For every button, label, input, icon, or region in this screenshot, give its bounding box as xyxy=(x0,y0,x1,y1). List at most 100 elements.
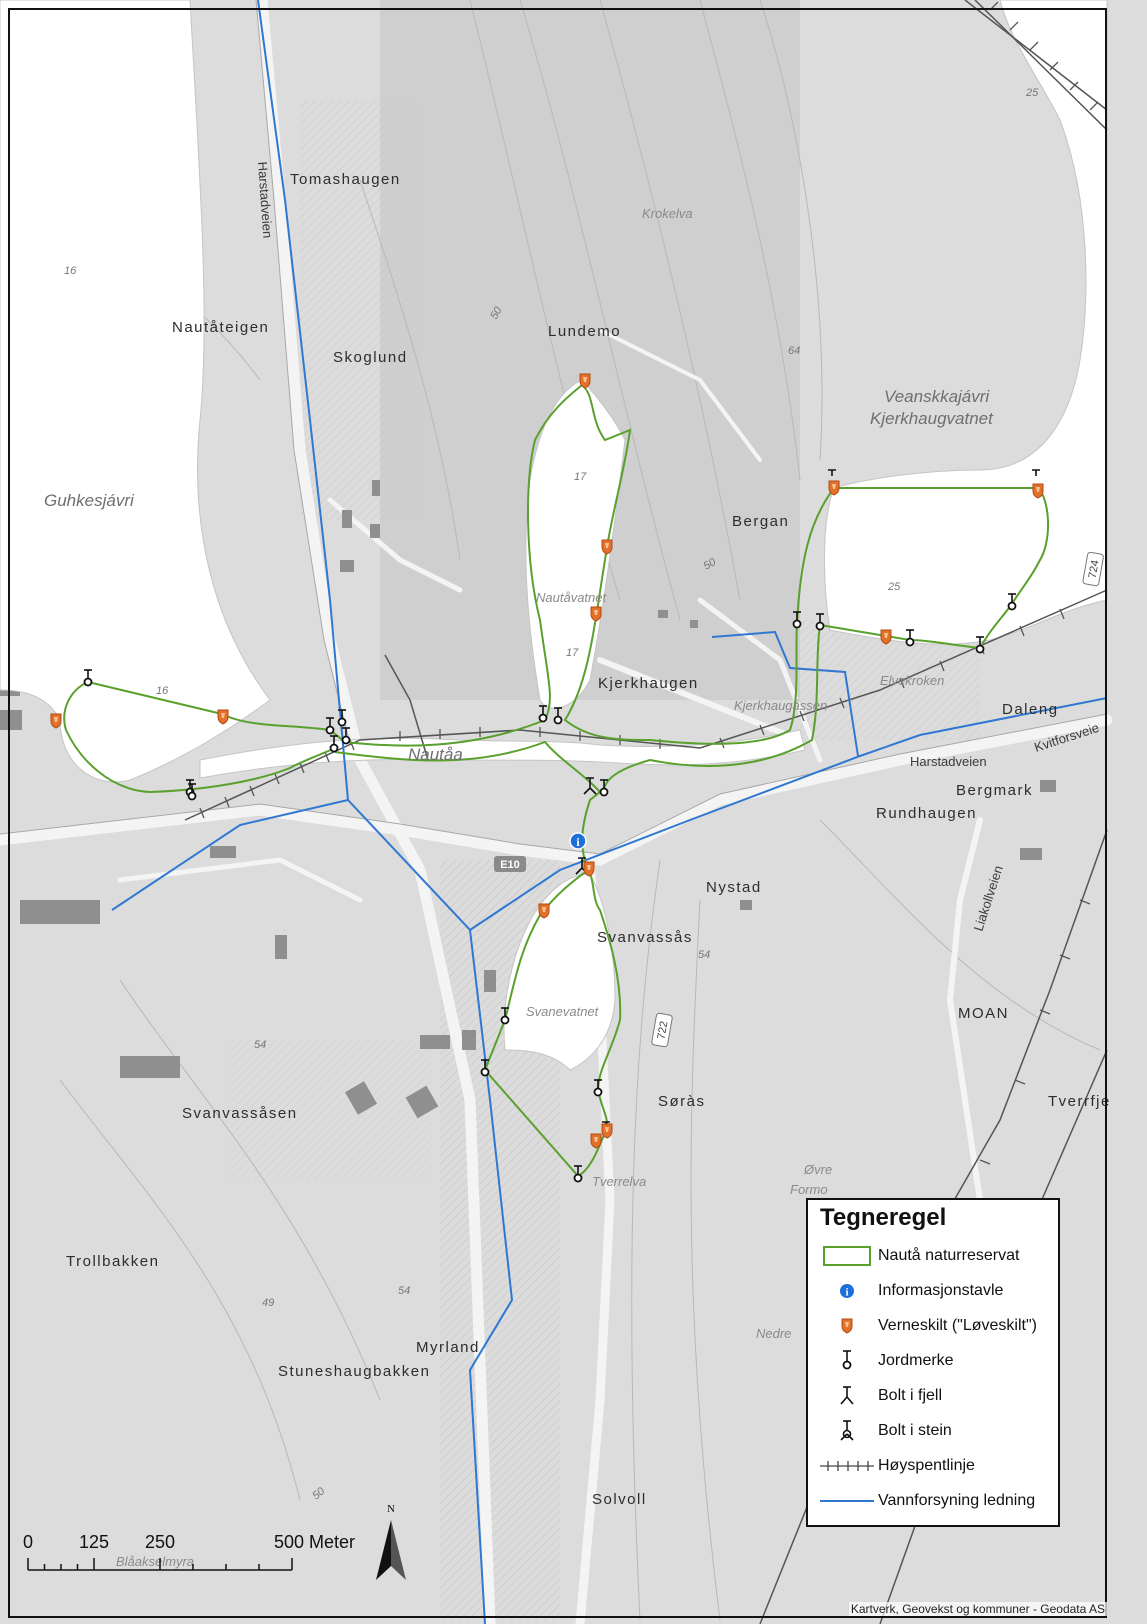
label-skoglund: Skoglund xyxy=(333,349,408,366)
water-pipe-icon xyxy=(820,1499,874,1502)
elevation-17-lower: 17 xyxy=(566,647,579,659)
svg-text:i: i xyxy=(576,835,580,849)
label-trollbakken: Trollbakken xyxy=(66,1253,159,1270)
scale-tick-0: 0 xyxy=(23,1532,33,1552)
route-shield-724: 724 xyxy=(1082,551,1104,587)
label-nautaa: Nautåa xyxy=(408,745,463,764)
rock-bolt-icon xyxy=(840,1385,854,1405)
route-shield-e10: E10 xyxy=(494,856,526,872)
label-veanskkajavri: Veanskkajávri xyxy=(884,387,990,406)
map-credit: Kartverk, Geovekst og kommuner - Geodata… xyxy=(848,1602,1107,1616)
kjerkhaugvatnet-lake xyxy=(823,0,1108,645)
elevation-49: 49 xyxy=(262,1297,274,1309)
scale-tick-125: 125 xyxy=(79,1532,109,1552)
legend-label: Jordmerke xyxy=(878,1351,954,1369)
label-moan: MOAN xyxy=(958,1005,1009,1022)
label-harstadveien-n: Harstadveien xyxy=(255,161,275,238)
label-kjerkhaugen: Kjerkhaugen xyxy=(598,675,699,692)
label-nedre: Nedre xyxy=(756,1326,791,1341)
legend-item-vannforsyning: Vannforsyning ledning xyxy=(816,1483,1050,1518)
svg-text:i: i xyxy=(845,1286,848,1298)
route-label-722: 722 xyxy=(655,1020,670,1040)
label-myrland: Myrland xyxy=(416,1339,480,1356)
north-arrow-icon: N xyxy=(376,1503,406,1580)
legend-label: Vannforsyning ledning xyxy=(878,1491,1036,1509)
marsh-area xyxy=(300,100,420,520)
label-krokelva: Krokelva xyxy=(642,206,693,221)
label-svanvassasen: Svanvassåsen xyxy=(182,1105,298,1122)
map-frame xyxy=(8,8,1107,1618)
legend-item-hoyspent: Høyspentlinje xyxy=(816,1448,1050,1483)
elevation-54-west: 54 xyxy=(254,1039,266,1051)
label-stuneshaugbakken: Stuneshaugbakken xyxy=(278,1363,430,1380)
scale-tick-250: 250 xyxy=(145,1532,175,1552)
legend-item-bolt-fjell: Bolt i fjell xyxy=(816,1378,1050,1413)
label-bergan: Bergan xyxy=(732,513,789,530)
elevation-16-lake: 16 xyxy=(156,685,169,697)
route-label-e10: E10 xyxy=(500,859,520,871)
protection-sign-icon xyxy=(841,1318,853,1334)
label-solvoll: Solvoll xyxy=(592,1491,647,1508)
place-labels: Tomashaugen Nautåteigen Skoglund Lundemo… xyxy=(66,171,1111,1508)
legend-item-bolt-stein: Bolt i stein xyxy=(816,1413,1050,1448)
map-legend: Tegneregel Nautå naturreservat i Informa… xyxy=(806,1198,1060,1527)
label-svanevatnet: Svanevatnet xyxy=(526,1004,600,1019)
power-line-icon xyxy=(820,1460,874,1471)
elevation-54-svanvassas: 54 xyxy=(698,949,710,961)
label-kjerkhaugvatnet: Kjerkhaugvatnet xyxy=(870,409,994,428)
label-formo: Formo xyxy=(790,1182,828,1197)
info-board-marker[interactable]: i xyxy=(569,832,587,850)
route-label-724: 724 xyxy=(1087,559,1102,579)
label-tverrfje: Tverrfje xyxy=(1048,1093,1111,1110)
label-elvekroken: Elvekroken xyxy=(880,673,944,688)
label-tomashaugen: Tomashaugen xyxy=(290,171,401,188)
legend-item-info: i Informasjonstavle xyxy=(816,1273,1050,1308)
label-ovre: Øvre xyxy=(803,1162,832,1177)
road-edges xyxy=(0,0,1108,855)
label-harstadveien-e: Harstadveien xyxy=(910,754,987,769)
label-nystad: Nystad xyxy=(706,879,762,896)
legend-title: Tegneregel xyxy=(820,1204,947,1231)
boundary-marker-icon xyxy=(842,1349,852,1369)
route-shield-722: 722 xyxy=(651,1012,673,1048)
water-bodies xyxy=(0,0,1108,1071)
label-tverrelva: Tverrelva xyxy=(592,1174,646,1189)
guhkesjavri-lake xyxy=(0,0,271,783)
label-daleng: Daleng xyxy=(1002,701,1059,718)
water-labels: Guhkesjávri Veanskkajávri Kjerkhaugvatne… xyxy=(44,206,994,1569)
marsh-area xyxy=(230,1040,430,1180)
label-bergmark: Bergmark xyxy=(956,782,1033,799)
legend-label: Informasjonstavle xyxy=(878,1281,1004,1299)
legend-item-reserve: Nautå naturreservat xyxy=(816,1238,1050,1273)
scale-tick-500: 500 Meter xyxy=(274,1532,355,1552)
elevation-16-west: 16 xyxy=(64,265,77,277)
info-board-icon: i xyxy=(840,1283,854,1298)
elevation-25-north: 25 xyxy=(1025,87,1039,99)
rock-bolts xyxy=(575,469,1040,1132)
scale-bar: 0 125 250 500 Meter xyxy=(23,1532,355,1571)
legend-label: Høyspentlinje xyxy=(878,1456,975,1474)
legend-label: Bolt i stein xyxy=(878,1421,952,1439)
reserve-boundary-icon xyxy=(823,1245,871,1266)
label-lundemo: Lundemo xyxy=(548,323,621,340)
label-guhkesjavri: Guhkesjávri xyxy=(44,491,135,510)
legend-label: Nautå naturreservat xyxy=(878,1246,1020,1264)
elevation-54-south: 54 xyxy=(398,1285,410,1297)
label-nautavatnet: Nautåvatnet xyxy=(536,590,607,605)
elevation-25-east: 25 xyxy=(887,581,901,593)
label-soras: Søràs xyxy=(658,1093,706,1110)
label-nautateigen: Nautåteigen xyxy=(172,319,269,336)
water-pipes xyxy=(111,0,1108,1624)
stone-bolt-icon xyxy=(840,1419,854,1441)
label-kjerkhaugaassen: Kjerkhaugåssen xyxy=(734,698,827,713)
legend-label: Bolt i fjell xyxy=(878,1386,943,1404)
label-blaakselmyra: Blåakselmyra xyxy=(116,1554,194,1569)
legend-item-verneskilt: Verneskilt ("Løveskilt") xyxy=(816,1308,1050,1343)
legend-label: Verneskilt ("Løveskilt") xyxy=(878,1316,1037,1334)
elevation-64: 64 xyxy=(788,345,800,357)
label-rundhaugen: Rundhaugen xyxy=(876,805,977,822)
label-svanvassas: Svanvassås xyxy=(597,929,693,946)
north-label: N xyxy=(387,1503,395,1515)
contour-lines xyxy=(39,0,1101,1621)
